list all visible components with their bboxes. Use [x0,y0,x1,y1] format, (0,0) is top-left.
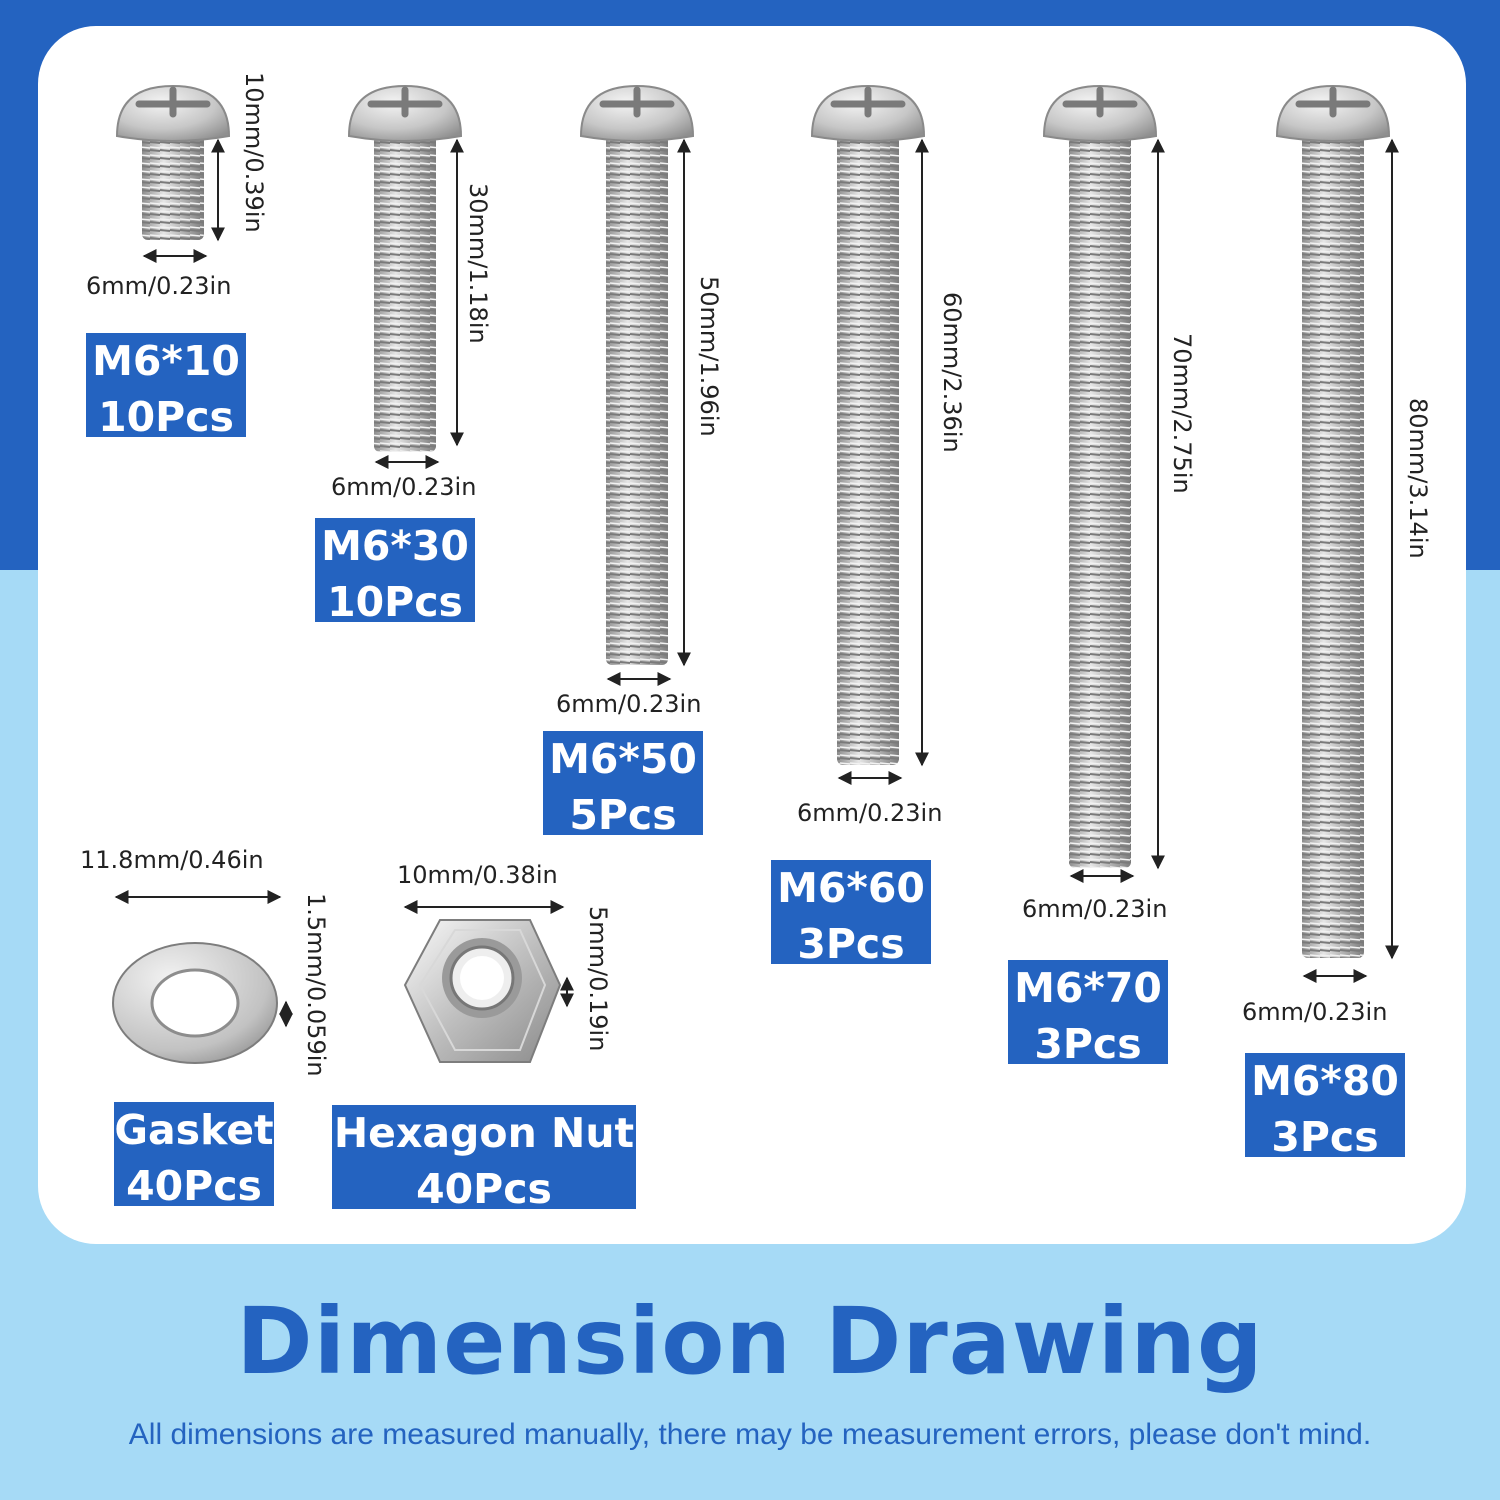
label-qty: 40Pcs [416,1165,552,1213]
screw-illustration-m6x30 [347,84,464,469]
label-size: M6*80 [1251,1057,1399,1105]
label-size: M6*60 [777,864,925,912]
screw-diameter-m6x70: 6mm/0.23in [1022,895,1168,923]
label-name: Hexagon Nut [333,1109,635,1157]
screw-diameter-m6x60: 6mm/0.23in [797,799,943,827]
label-m6x80: M6*80 3Pcs [1245,1053,1405,1161]
label-size: M6*30 [321,522,469,570]
label-m6x30: M6*30 10Pcs [315,518,475,626]
gasket-diameter: 11.8mm/0.46in [80,846,264,874]
label-m6x10: M6*10 10Pcs [86,333,246,441]
screw-illustration-m6x80 [1275,84,1399,983]
screw-illustration-m6x70 [1042,84,1165,883]
screw-length-m6x30: 30mm/1.18in [464,183,492,344]
label-qty: 3Pcs [1271,1113,1379,1161]
label-qty: 10Pcs [327,578,463,626]
label-size: M6*50 [549,735,697,783]
screw-length-m6x80: 80mm/3.14in [1404,398,1432,559]
screw-length-m6x70: 70mm/2.75in [1168,333,1196,494]
label-size: M6*70 [1014,964,1162,1012]
nut-width: 10mm/0.38in [397,861,558,889]
screw-illustration-m6x50 [579,84,695,686]
drawing-panel [38,26,1466,1244]
screw-length-m6x10: 10mm/0.39in [240,72,268,233]
screw-illustration-m6x60 [810,84,929,785]
label-m6x50: M6*50 5Pcs [543,731,703,839]
label-size: M6*10 [92,337,240,385]
screw-diameter-m6x50: 6mm/0.23in [556,690,702,718]
screw-illustration-m6x10 [115,84,231,263]
gasket-thickness: 1.5mm/0.059in [302,893,330,1077]
label-qty: 5Pcs [569,791,677,839]
label-qty: 3Pcs [1034,1020,1142,1068]
label-m6x60: M6*60 3Pcs [771,860,931,968]
screw-diameter-m6x10: 6mm/0.23in [86,272,232,300]
label-m6x70: M6*70 3Pcs [1008,960,1168,1068]
gasket-illustration [112,890,293,1064]
label-qty: 10Pcs [98,393,234,441]
label-name: Gasket [114,1106,274,1154]
screw-diameter-m6x80: 6mm/0.23in [1242,998,1388,1026]
measurement-note: All dimensions are measured manually, th… [128,1418,1372,1451]
label-qty: 40Pcs [126,1162,262,1210]
hex-nut-illustration [403,900,574,1063]
screw-length-m6x50: 50mm/1.96in [695,276,723,437]
label-hex-nut: Hexagon Nut 40Pcs [332,1105,636,1213]
nut-thickness: 5mm/0.19in [584,906,612,1052]
screw-diameter-m6x30: 6mm/0.23in [331,473,477,501]
label-gasket: Gasket 40Pcs [114,1102,274,1210]
screw-length-m6x60: 60mm/2.36in [938,292,966,453]
label-qty: 3Pcs [797,920,905,968]
page-title: Dimension Drawing [236,1288,1264,1395]
